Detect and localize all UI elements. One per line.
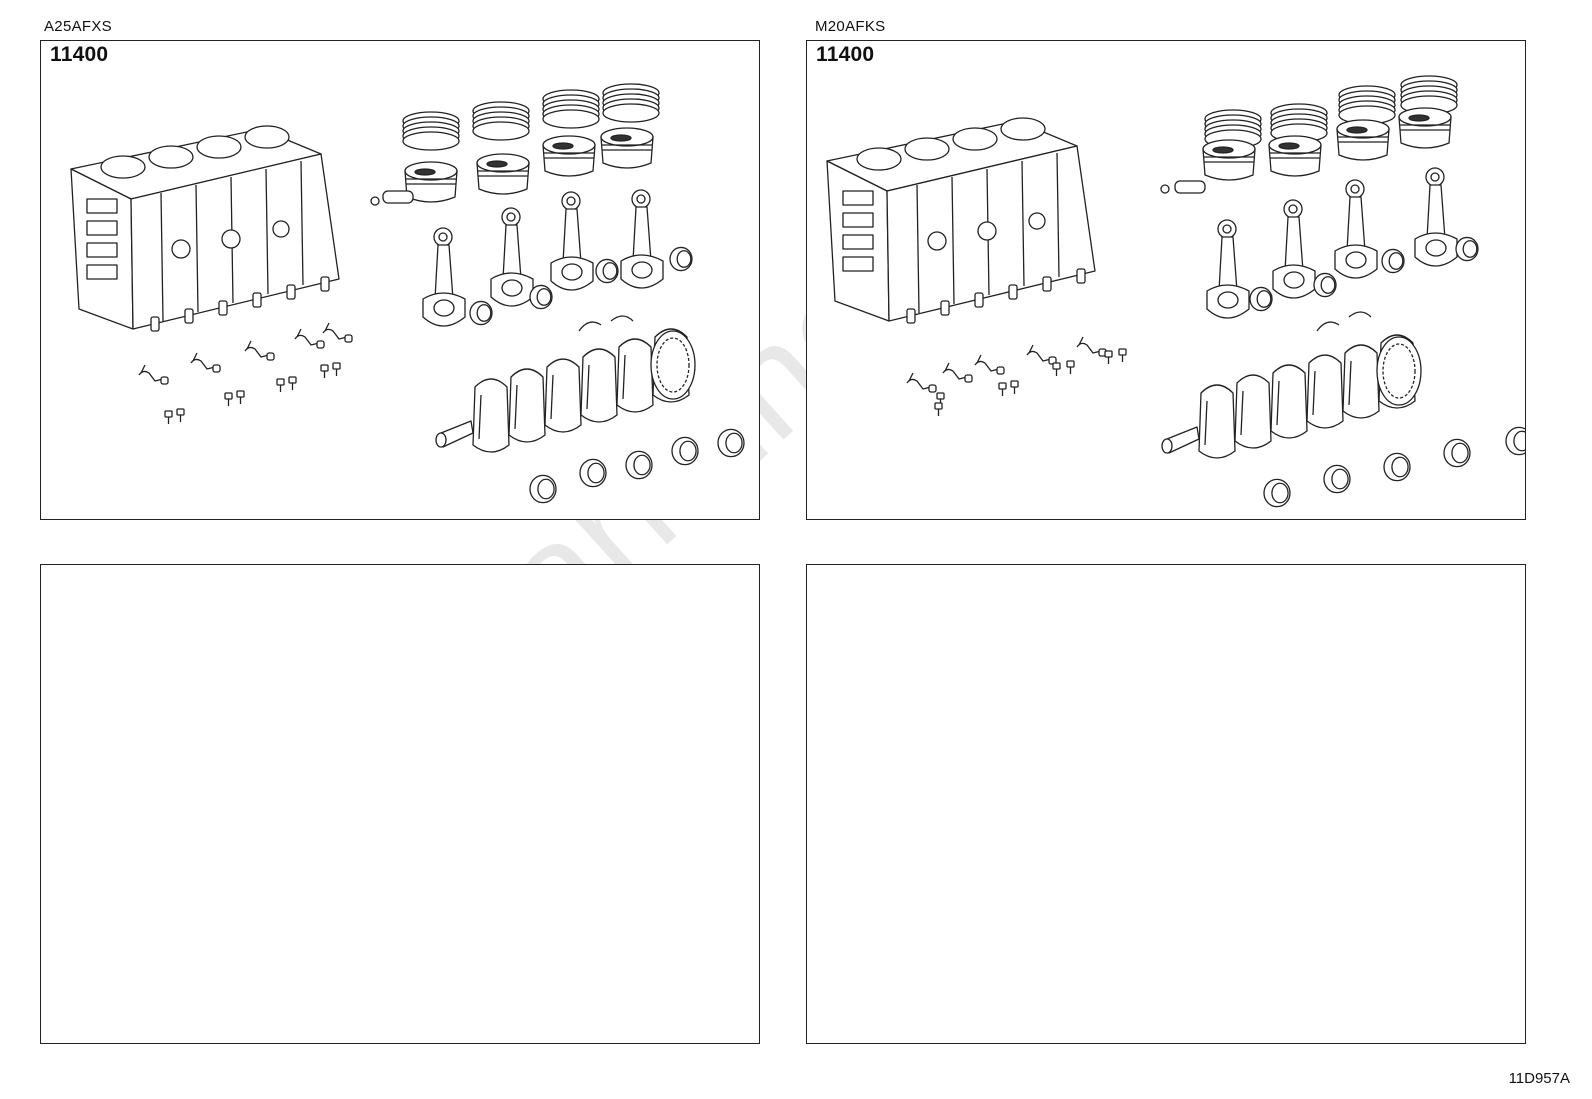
bolt-icon	[1118, 348, 1127, 362]
engine-block-icon	[70, 125, 340, 332]
bolt-icon	[224, 392, 233, 406]
bolt-icon	[288, 376, 297, 390]
bolt-icon	[934, 402, 943, 416]
bolt-icon	[1010, 380, 1019, 394]
bearing-icon	[1443, 438, 1471, 468]
oil-jet-icon	[322, 322, 353, 343]
bearing-icon	[529, 284, 553, 310]
oil-jet-icon	[1026, 344, 1057, 365]
bolt-icon	[1104, 350, 1113, 364]
oil-jet-icon	[190, 352, 221, 373]
piston-icon	[1336, 119, 1390, 161]
piston-icon	[600, 127, 654, 169]
thrust-washer-icon	[1316, 311, 1372, 332]
crankshaft-icon	[435, 328, 696, 453]
bearing-icon	[529, 474, 557, 504]
bolt-icon	[1066, 360, 1075, 374]
bearing-icon	[469, 300, 493, 326]
panel-empty-left	[40, 564, 760, 1044]
engine-block-icon	[826, 117, 1096, 324]
bearing-icon	[625, 450, 653, 480]
panel-m20afks: 11400	[806, 40, 1526, 520]
connecting-rod-icon	[1206, 219, 1250, 319]
part-code: 11400	[50, 43, 109, 66]
bearing-icon	[717, 428, 745, 458]
panel-a25afxs: 11400	[40, 40, 760, 520]
piston-icon	[404, 161, 458, 203]
engine-label-a25afxs: A25AFXS	[44, 18, 112, 35]
connecting-rod-icon	[1272, 199, 1316, 299]
piston-ring-icon	[1270, 103, 1328, 143]
crankshaft-icon	[1161, 334, 1422, 459]
oil-jet-icon	[906, 372, 937, 393]
bearing-icon	[1505, 426, 1525, 456]
piston-ring-icon	[1338, 85, 1396, 125]
bolt-icon	[1052, 362, 1061, 376]
bearing-icon	[1455, 236, 1479, 262]
piston-icon	[542, 135, 596, 177]
oil-jet-icon	[1076, 336, 1107, 357]
piston-ring-icon	[472, 101, 530, 141]
oil-jet-icon	[942, 362, 973, 383]
bearing-icon	[1313, 272, 1337, 298]
bolt-icon	[332, 362, 341, 376]
thrust-washer-icon	[578, 315, 634, 332]
bolt-icon	[276, 378, 285, 392]
bearing-icon	[1323, 464, 1351, 494]
piston-ring-icon	[1400, 75, 1458, 115]
bolt-icon	[320, 364, 329, 378]
bearing-icon	[671, 436, 699, 466]
exploded-view-m20afks	[826, 75, 1525, 508]
piston-ring-icon	[602, 83, 660, 123]
bearing-icon	[1263, 478, 1291, 508]
bolt-icon	[998, 382, 1007, 396]
bearing-icon	[669, 246, 693, 272]
bearing-icon	[1381, 248, 1405, 274]
oil-jet-icon	[974, 354, 1005, 375]
panel-empty-right	[806, 564, 1526, 1044]
bolt-icon	[176, 408, 185, 422]
piston-ring-icon	[402, 111, 460, 151]
bolt-icon	[236, 390, 245, 404]
exploded-view-a25afxs	[70, 83, 745, 504]
connecting-rod-icon	[1414, 167, 1458, 267]
connecting-rod-icon	[620, 189, 664, 289]
piston-pin-icon	[1160, 180, 1206, 194]
oil-jet-icon	[294, 328, 325, 349]
connecting-rod-icon	[1334, 179, 1378, 279]
piston-ring-icon	[542, 89, 600, 129]
bearing-icon	[579, 458, 607, 488]
bearing-icon	[595, 258, 619, 284]
piston-icon	[1398, 107, 1452, 149]
part-code: 11400	[816, 43, 875, 66]
piston-icon	[1268, 135, 1322, 177]
bolt-icon	[164, 410, 173, 424]
bearing-icon	[1249, 286, 1273, 312]
bearing-icon	[1383, 452, 1411, 482]
oil-jet-icon	[244, 340, 275, 361]
diagram-id: 11D957A	[1508, 1070, 1570, 1087]
piston-icon	[476, 153, 530, 195]
connecting-rod-icon	[550, 191, 594, 291]
connecting-rod-icon	[422, 227, 466, 327]
piston-icon	[1202, 139, 1256, 181]
piston-pin-icon	[370, 190, 414, 206]
oil-jet-icon	[138, 364, 169, 385]
engine-label-m20afks: M20AFKS	[815, 18, 886, 35]
connecting-rod-icon	[490, 207, 534, 307]
